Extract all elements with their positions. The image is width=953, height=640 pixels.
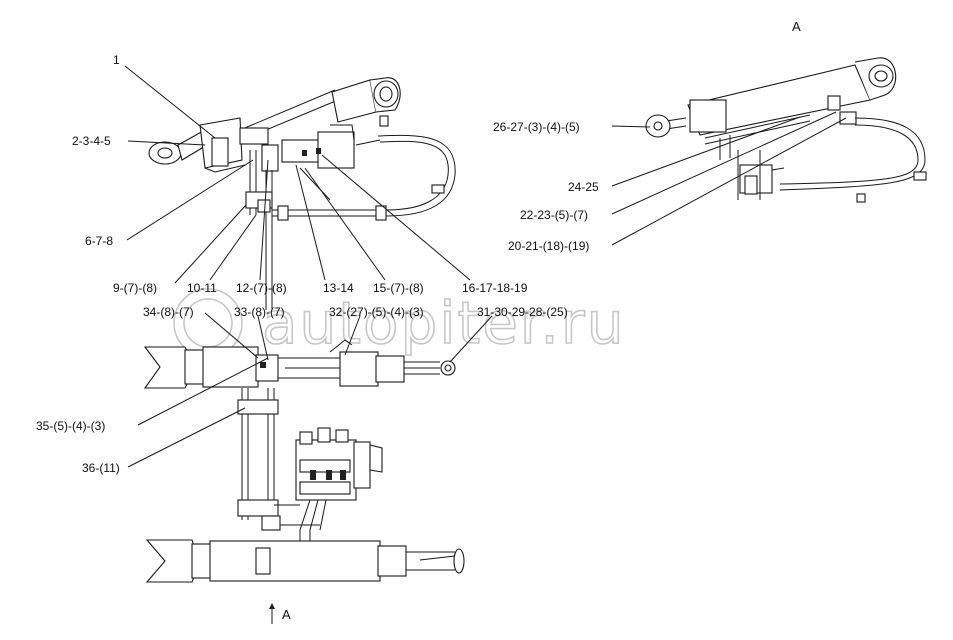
view-label-a-top: A — [792, 19, 801, 34]
callout-label: 13-14 — [323, 281, 354, 295]
view-label-a-bottom: A — [282, 607, 291, 622]
callout-label: 24-25 — [568, 180, 599, 194]
middle-cylinder-assembly — [143, 339, 456, 389]
leader-lines — [124, 65, 847, 468]
lower-cylinder-assembly — [145, 539, 465, 583]
upper-cylinder-assembly — [148, 77, 456, 310]
watermark-text: autopiter.ru — [262, 289, 625, 357]
callout-label: 2-3-4-5 — [72, 134, 111, 148]
callout-label: 20-21-(18)-(19) — [508, 239, 589, 253]
callout-label: 34-(8)-(7) — [143, 305, 194, 319]
control-valve — [280, 427, 383, 548]
callout-label: 32-(27)-(5)-(4)-(3) — [329, 305, 424, 319]
callout-label: 26-27-(3)-(4)-(5) — [493, 120, 580, 134]
section-arrow — [269, 603, 275, 624]
callout-label: 10-11 — [187, 281, 217, 295]
callout-label: 22-23-(5)-(7) — [520, 208, 588, 222]
callout-label: 6-7-8 — [85, 234, 113, 248]
view-a-assembly — [645, 57, 927, 203]
callout-label: 1 — [113, 53, 120, 67]
callout-label: 35-(5)-(4)-(3) — [36, 419, 105, 433]
callout-label: 15-(7)-(8) — [373, 281, 424, 295]
vertical-pipes — [237, 388, 300, 531]
callout-label: 9-(7)-(8) — [113, 281, 157, 295]
callout-label: 33-(8)-(7) — [234, 305, 285, 319]
callout-label: 12-(7)-(8) — [236, 281, 287, 295]
callout-label: 16-17-18-19 — [462, 281, 528, 295]
callout-label: 36-(11) — [82, 461, 120, 475]
watermark-logo: autopiter.ru — [173, 288, 625, 358]
callout-label: 31-30-29-28-(25) — [477, 305, 568, 319]
